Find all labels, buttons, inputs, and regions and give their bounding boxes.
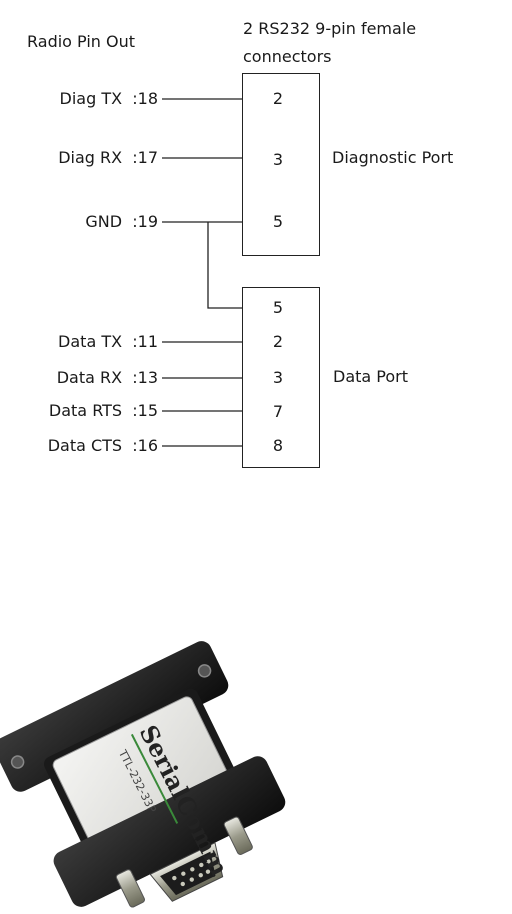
radio-pin-label: Data RTS :15: [49, 401, 158, 421]
radio-pin-label: Diag RX :17: [58, 148, 158, 168]
connector-pin: 5: [268, 298, 288, 318]
connector-pin: 8: [268, 436, 288, 456]
radio-pin-label: GND :19: [85, 212, 158, 232]
connector-pin: 7: [268, 402, 288, 422]
data-port-label: Data Port: [333, 367, 408, 387]
serial-adapter-photo: SerialComm TTL-232-33P: [0, 630, 290, 910]
connector-pin: 2: [268, 89, 288, 109]
radio-pin-label: Data TX :11: [58, 332, 158, 352]
connector-pin: 5: [268, 212, 288, 232]
connector-pin: 2: [268, 332, 288, 352]
radio-pin-label: Data CTS :16: [48, 436, 158, 456]
connector-pin: 3: [268, 150, 288, 170]
connector-pin: 3: [268, 368, 288, 388]
radio-pin-label: Diag TX :18: [60, 89, 158, 109]
radio-pin-label: Data RX :13: [57, 368, 158, 388]
diagnostic-port-label: Diagnostic Port: [332, 148, 453, 168]
wire-gnd-bridge: [208, 222, 242, 308]
